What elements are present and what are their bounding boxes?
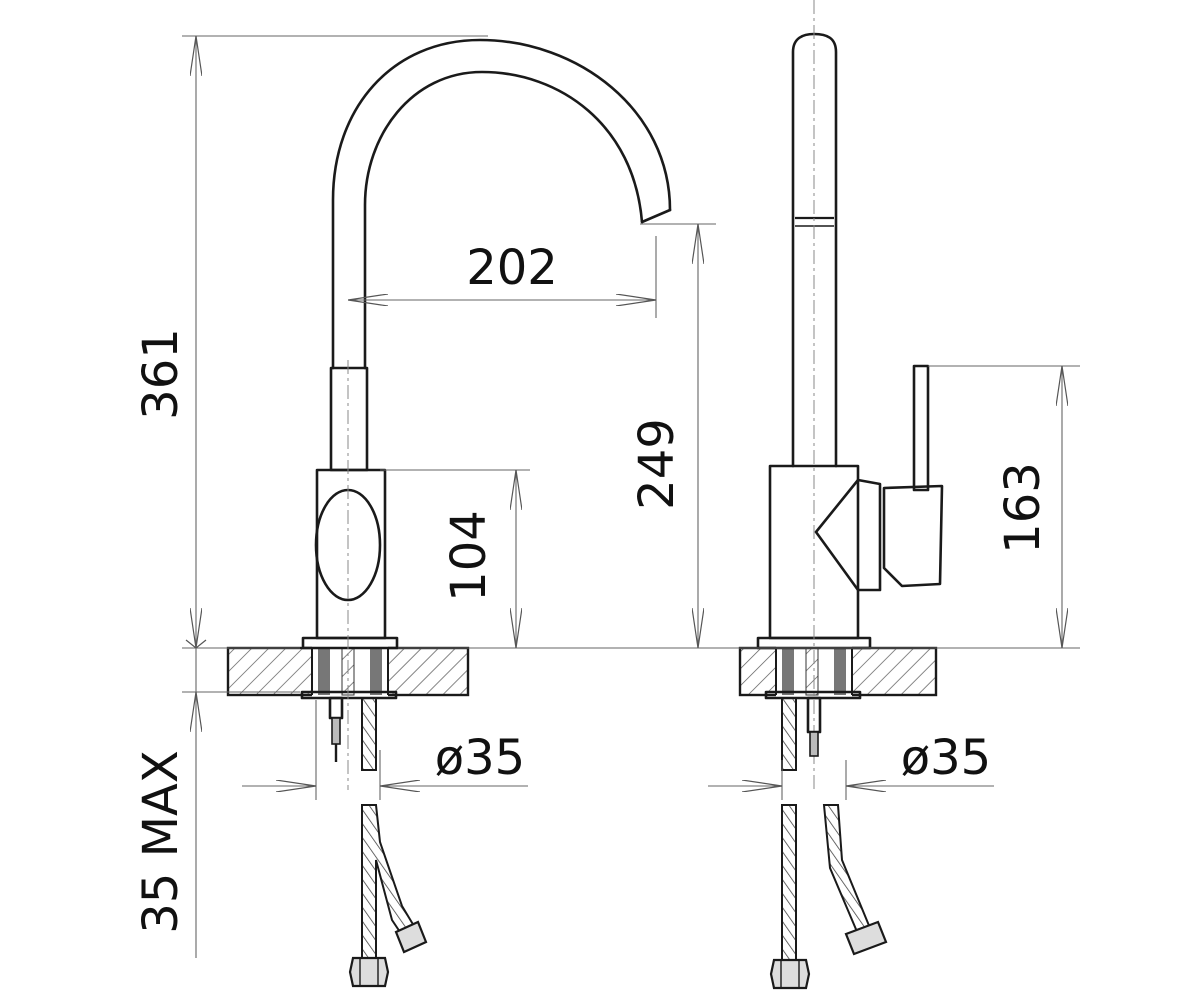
front-gooseneck-spout [331,38,672,370]
side-lever-handle [882,364,944,588]
front-body [315,468,387,640]
side-view [738,0,944,990]
front-supply-hoses [328,696,428,988]
dimension-lines [182,35,1080,958]
side-cartridge-wedge [814,478,882,592]
label-hole-diameter-side: ø35 [901,730,991,786]
label-lever-height: 163 [995,462,1051,554]
label-body-height: 104 [441,510,497,602]
label-spout-reach: 202 [466,240,558,296]
label-mount-depth: 35 MAX [133,750,189,933]
dimension-labels: 361 202 249 104 163 35 MAX ø35 ø35 [133,240,1051,934]
front-view [226,38,672,988]
label-hole-diameter-front: ø35 [435,730,525,786]
label-spout-height: 249 [629,418,685,510]
side-supply-hoses [769,696,888,990]
side-countertop-section [738,646,938,700]
label-total-height: 361 [133,328,189,420]
front-stem [329,366,369,472]
